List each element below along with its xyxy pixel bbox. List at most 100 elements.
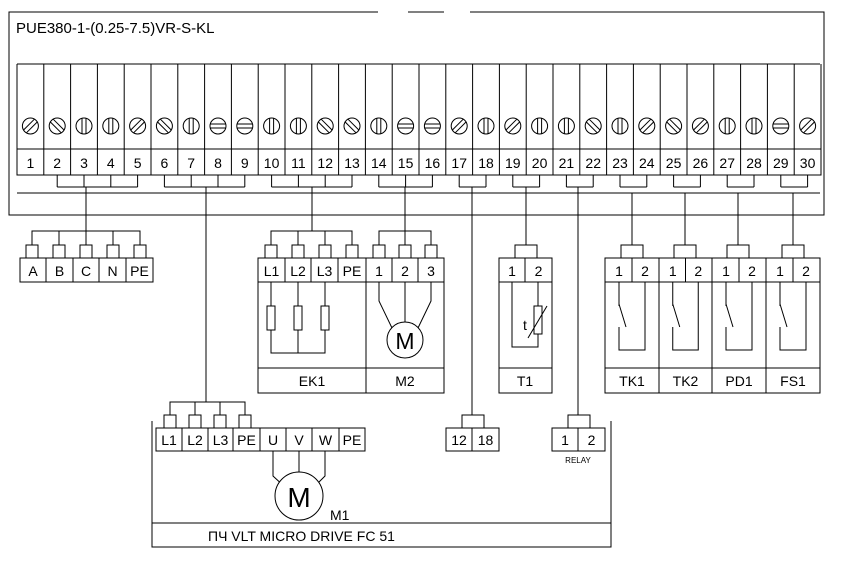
power-supply-block: A B C N PE [19,193,154,283]
screw-icon [423,117,441,135]
terminal-number: 25 [666,155,682,171]
t1-sensor-mark: t [523,317,527,333]
screw-icon [370,117,388,135]
terminal-number: 7 [187,155,195,171]
terminal-number: 28 [746,155,762,171]
terminal-14: 14 [370,117,388,171]
m2-label-3: 3 [427,263,435,279]
terminal-number: 20 [532,155,548,171]
supply-label-c: C [81,263,91,279]
terminal-26: 26 [691,117,709,171]
motor-m1-symbol [274,471,324,521]
screw-icon [772,117,790,135]
screw-icon [343,117,361,135]
screw-icon [129,117,147,135]
screw-icon [155,117,173,135]
terminal-25: 25 [665,117,683,171]
m2-motor-letter: M [395,328,414,354]
switch-terminal-label: 1 [615,263,623,279]
drive-label-12: 12 [451,432,467,448]
switch-name: FS1 [780,373,806,389]
screw-icon [289,117,307,135]
screw-icon [209,117,227,135]
terminal-number: 14 [371,155,387,171]
screw-icon [75,117,93,135]
switch-terminal-label: 2 [641,263,649,279]
drive-label-l2: L2 [187,432,203,448]
terminal-number: 24 [639,155,655,171]
terminal-17: 17 [450,117,468,171]
drive-label-v: V [294,432,304,448]
terminal-number: 13 [344,155,360,171]
motor-m2-symbol [386,321,424,359]
terminal-24: 24 [638,117,656,171]
supply-label-b: B [55,263,64,279]
ek1-label-l3: L3 [317,263,333,279]
ek1-name: EK1 [299,373,326,389]
frequency-drive: L1 L2 L3 PE U V W PE 12 18 1 2 RELAY M M… [151,193,612,548]
terminal-number: 5 [134,155,142,171]
m2-label-1: 1 [375,263,383,279]
m1-id: M1 [330,507,350,523]
m2-name: M2 [395,373,415,389]
terminal-21: 21 [557,117,575,171]
terminal-8: 8 [209,117,227,171]
t1-label-1: 1 [508,263,516,279]
screw-icon [450,117,468,135]
terminal-18: 18 [477,117,495,171]
terminal-number: 1 [27,155,35,171]
screw-icon [557,117,575,135]
screw-icon [102,117,120,135]
switch-terminal-label: 2 [694,263,702,279]
terminal-number: 4 [107,155,115,171]
supply-label-a: A [28,263,38,279]
terminal-number: 3 [80,155,88,171]
terminal-number: 15 [398,155,414,171]
screw-icon [691,117,709,135]
terminal-29: 29 [772,117,790,171]
terminal-3: 3 [75,117,93,171]
relay-label-2: 2 [588,432,596,448]
terminal-number: 21 [559,155,575,171]
drive-label-l1: L1 [161,432,177,448]
screw-icon [182,117,200,135]
terminal-4: 4 [102,117,120,171]
terminal-13: 13 [343,117,361,171]
terminal-5: 5 [129,117,147,171]
screw-icon [718,117,736,135]
terminal-2: 2 [48,117,66,171]
sensor-t1: 1 2 t T1 [498,193,553,394]
screw-icon [665,117,683,135]
terminal-15: 15 [397,117,415,171]
drive-name: ПЧ VLT MICRO DRIVE FC 51 [208,528,395,544]
terminal-7: 7 [182,117,200,171]
terminal-12: 12 [316,117,334,171]
t1-name: T1 [517,373,534,389]
switch-terminal-label: 1 [722,263,730,279]
drive-label-u: U [268,432,278,448]
controller-panel: PUE380-1-(0.25-7.5)VR-S-KL [8,11,825,216]
terminal-number: 9 [241,155,249,171]
switch-name: PD1 [725,373,752,389]
terminal-number: 26 [693,155,709,171]
terminal-20: 20 [531,117,549,171]
terminal-bus-brackets [56,175,809,193]
m1-motor-letter: M [287,482,310,513]
screw-icon [263,117,281,135]
terminal-28: 28 [745,117,763,171]
terminal-30: 30 [799,117,817,171]
drive-label-pe2: PE [343,432,362,448]
terminal-number: 6 [161,155,169,171]
motor-m2: 1 2 3 M M2 [365,193,445,394]
switch-terminal-label: 1 [776,263,784,279]
screw-icon [477,117,495,135]
terminal-22: 22 [584,117,602,171]
screw-icon [21,117,39,135]
switch-terminal-label: 1 [669,263,677,279]
switch-terminal-label: 2 [748,263,756,279]
terminal-1: 1 [21,117,39,171]
